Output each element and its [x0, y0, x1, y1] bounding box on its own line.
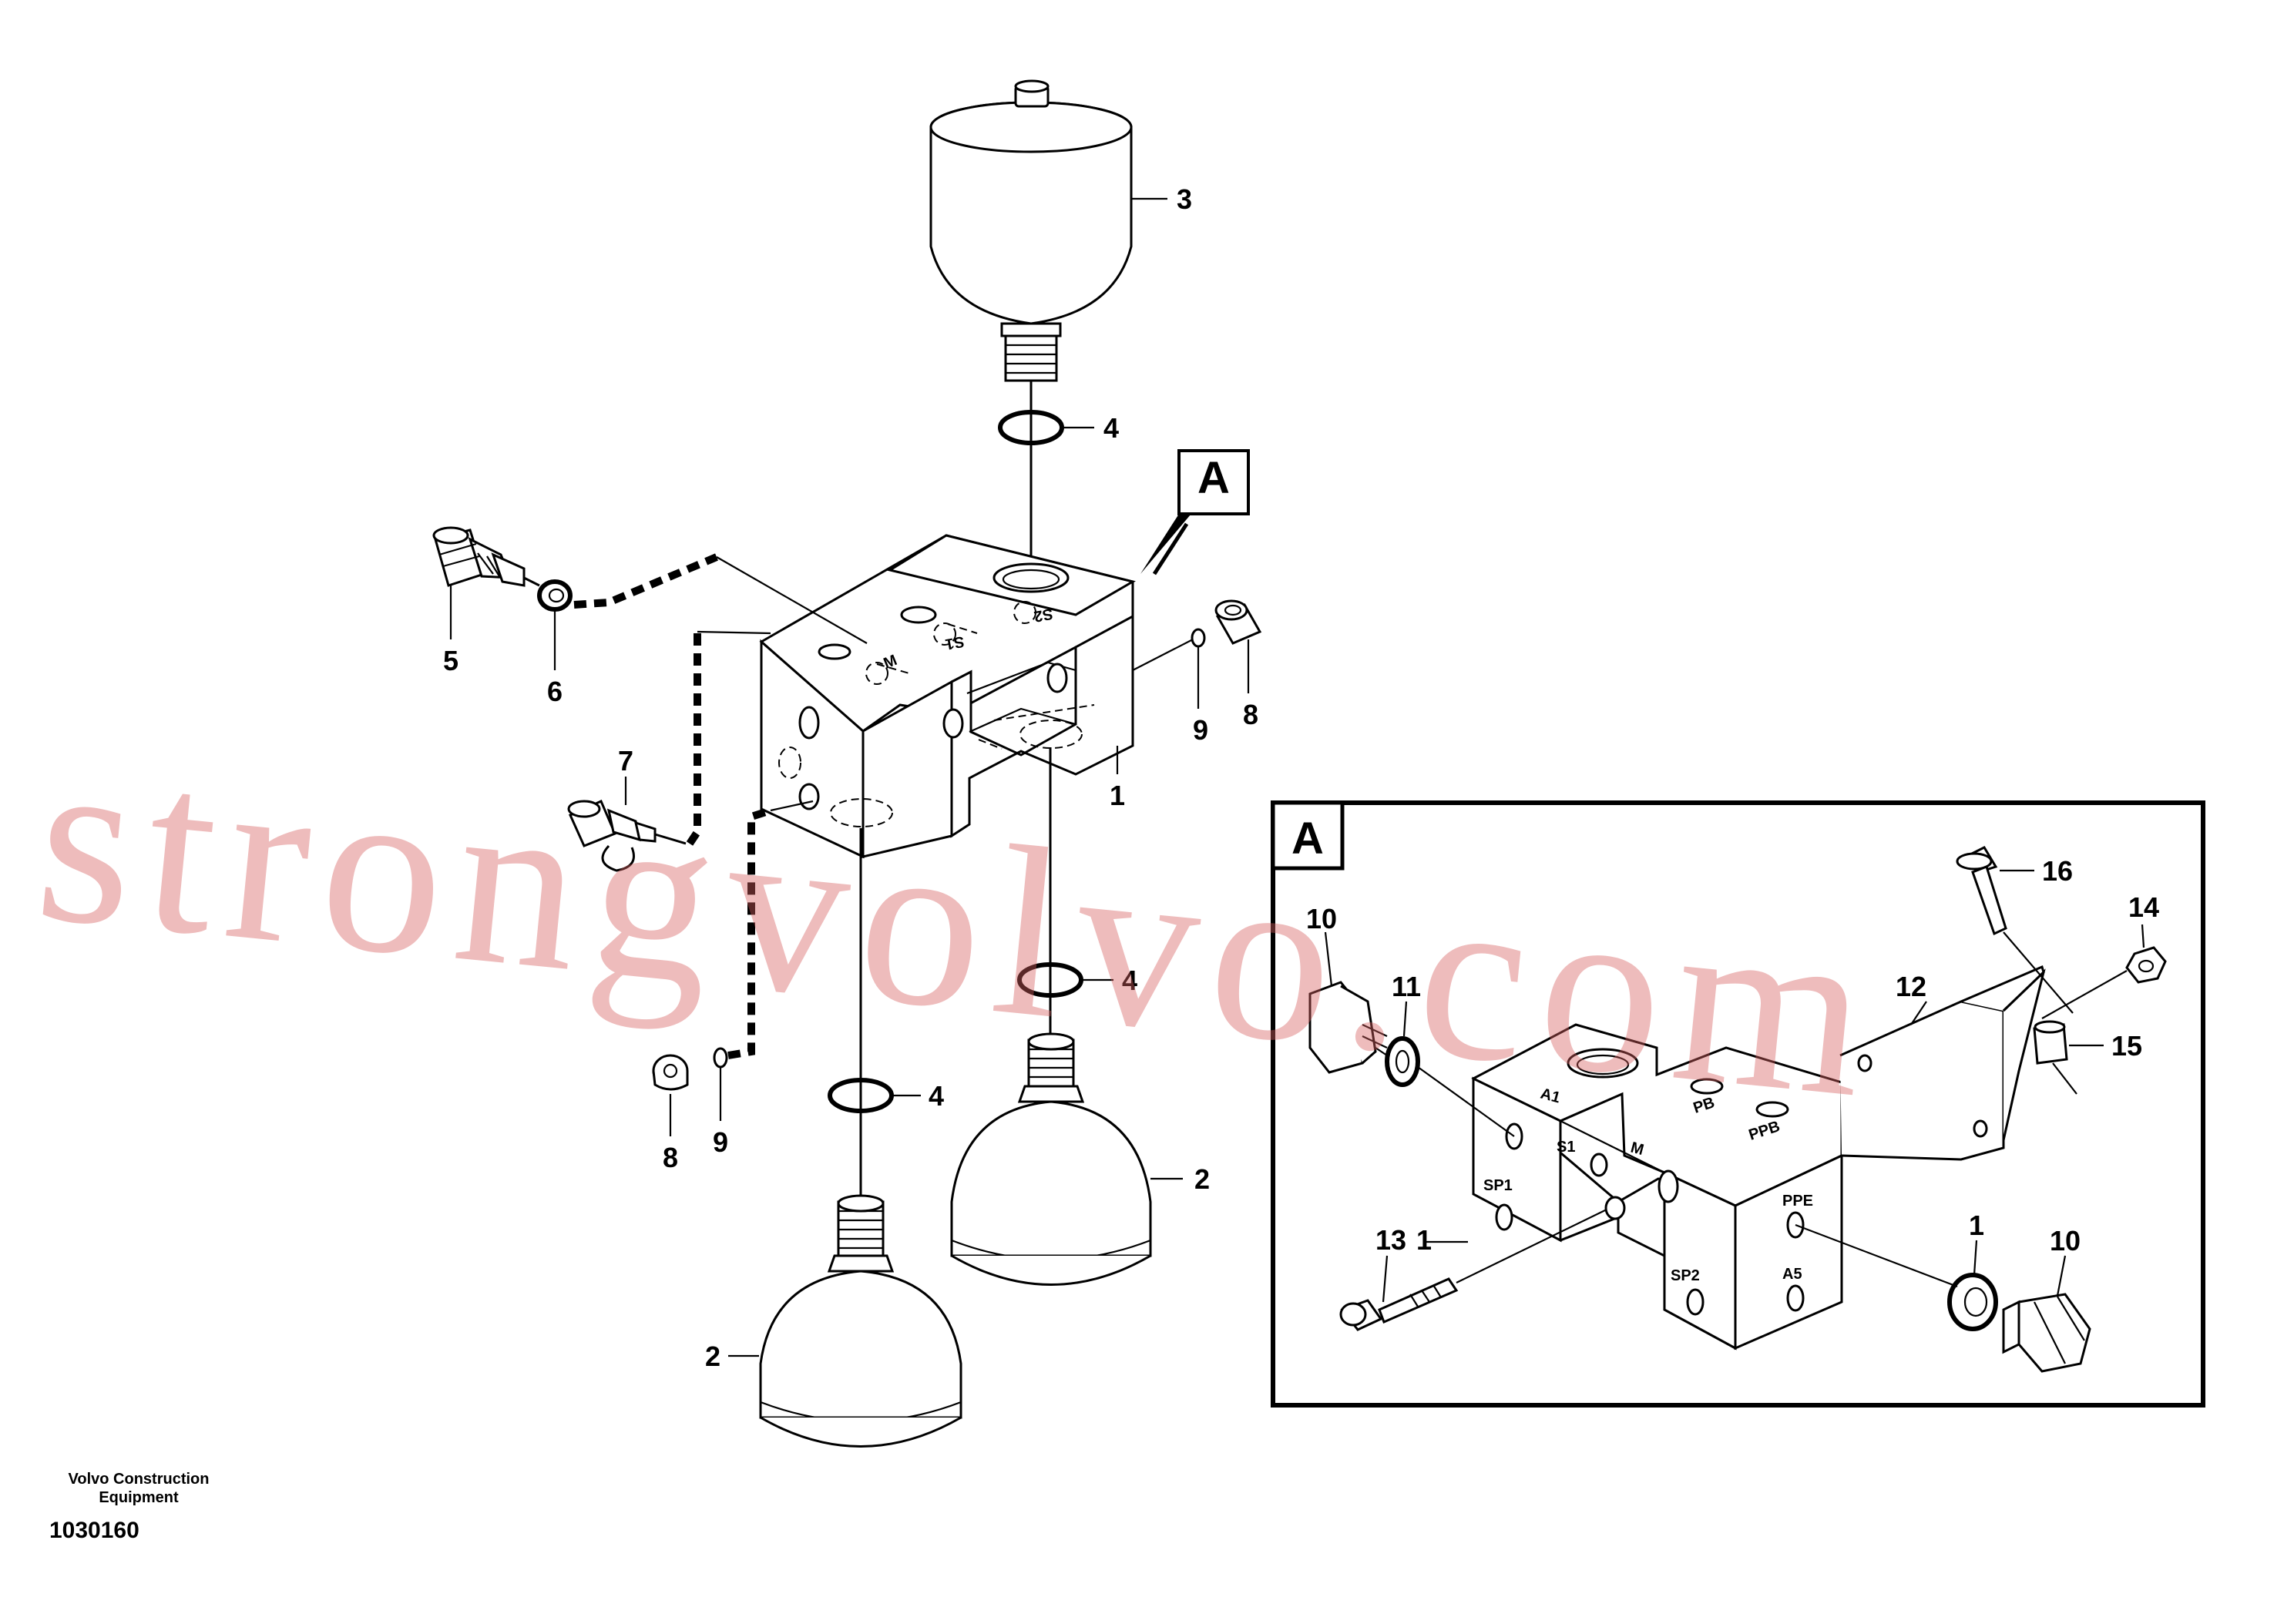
- fitting-7: [567, 800, 657, 872]
- accumulator-3: [929, 79, 1133, 382]
- callout-2-left: 2: [705, 1340, 720, 1372]
- port-label-s2: S2: [1033, 605, 1054, 625]
- callout-6: 6: [547, 676, 563, 707]
- callout-3: 3: [1177, 183, 1192, 215]
- callout-9-right: 9: [1193, 714, 1208, 746]
- detail-callout-1-block: 1: [1416, 1224, 1432, 1256]
- valve-block-1: [759, 534, 1136, 859]
- detail-callout-14: 14: [2128, 891, 2159, 923]
- washer-9-left: [713, 1047, 728, 1069]
- callout-4-top: 4: [1103, 412, 1119, 444]
- callout-4-right: 4: [1122, 965, 1137, 996]
- detail-marker-a: [1140, 449, 1250, 575]
- o-ring-4-top: [998, 410, 1064, 445]
- detail-port-sp1: SP1: [1483, 1177, 1513, 1194]
- detail-port-sp2: SP2: [1671, 1267, 1700, 1284]
- org-name-line1: Volvo Construction: [68, 1471, 210, 1488]
- drawing-footer: Volvo Construction Equipment 1030160: [46, 1470, 231, 1544]
- callout-7: 7: [618, 745, 633, 777]
- detail-callout-11: 11: [1392, 971, 1421, 1002]
- detail-port-ppe: PPE: [1782, 1193, 1813, 1210]
- detail-port-m: M: [1629, 1139, 1646, 1159]
- plug-8-left: [652, 1054, 689, 1091]
- quick-coupling-5: [432, 526, 526, 587]
- detail-callout-10-bottom: 10: [2050, 1225, 2081, 1257]
- detail-callout-1-washer: 1: [1969, 1210, 1984, 1241]
- callout-4-left: 4: [929, 1080, 944, 1112]
- o-ring-4-right: [1017, 962, 1083, 998]
- accumulator-2-right: [950, 1032, 1152, 1286]
- detail-callout-13: 13: [1375, 1224, 1406, 1256]
- callout-8-left: 8: [663, 1142, 678, 1173]
- callout-8-right: 8: [1243, 699, 1258, 730]
- detail-callout-15: 15: [2111, 1030, 2142, 1062]
- detail-box-label: A: [1291, 814, 1324, 864]
- detail-port-s1: S1: [1557, 1139, 1575, 1156]
- washer-6: [537, 579, 573, 612]
- plug-8-right: [1214, 599, 1262, 645]
- detail-callout-12: 12: [1896, 971, 1926, 1002]
- detail-marker-label: A: [1197, 453, 1230, 503]
- detail-port-a5: A5: [1782, 1266, 1802, 1283]
- detail-view-a: [1271, 800, 2205, 1408]
- callout-2-right: 2: [1194, 1163, 1210, 1195]
- callout-5: 5: [443, 645, 458, 676]
- port-label-m: M: [882, 652, 900, 673]
- port-label-s1: S1: [944, 632, 966, 653]
- callout-1: 1: [1110, 780, 1125, 811]
- o-ring-4-left: [828, 1078, 894, 1113]
- drawing-number: 1030160: [49, 1518, 139, 1543]
- detail-callout-16: 16: [2042, 855, 2073, 887]
- org-name-line2: Equipment: [99, 1489, 179, 1506]
- callout-9-left: 9: [713, 1126, 728, 1158]
- washer-9-right: [1191, 628, 1206, 648]
- detail-callout-10-top: 10: [1306, 903, 1337, 934]
- accumulator-2-left: [759, 1194, 962, 1448]
